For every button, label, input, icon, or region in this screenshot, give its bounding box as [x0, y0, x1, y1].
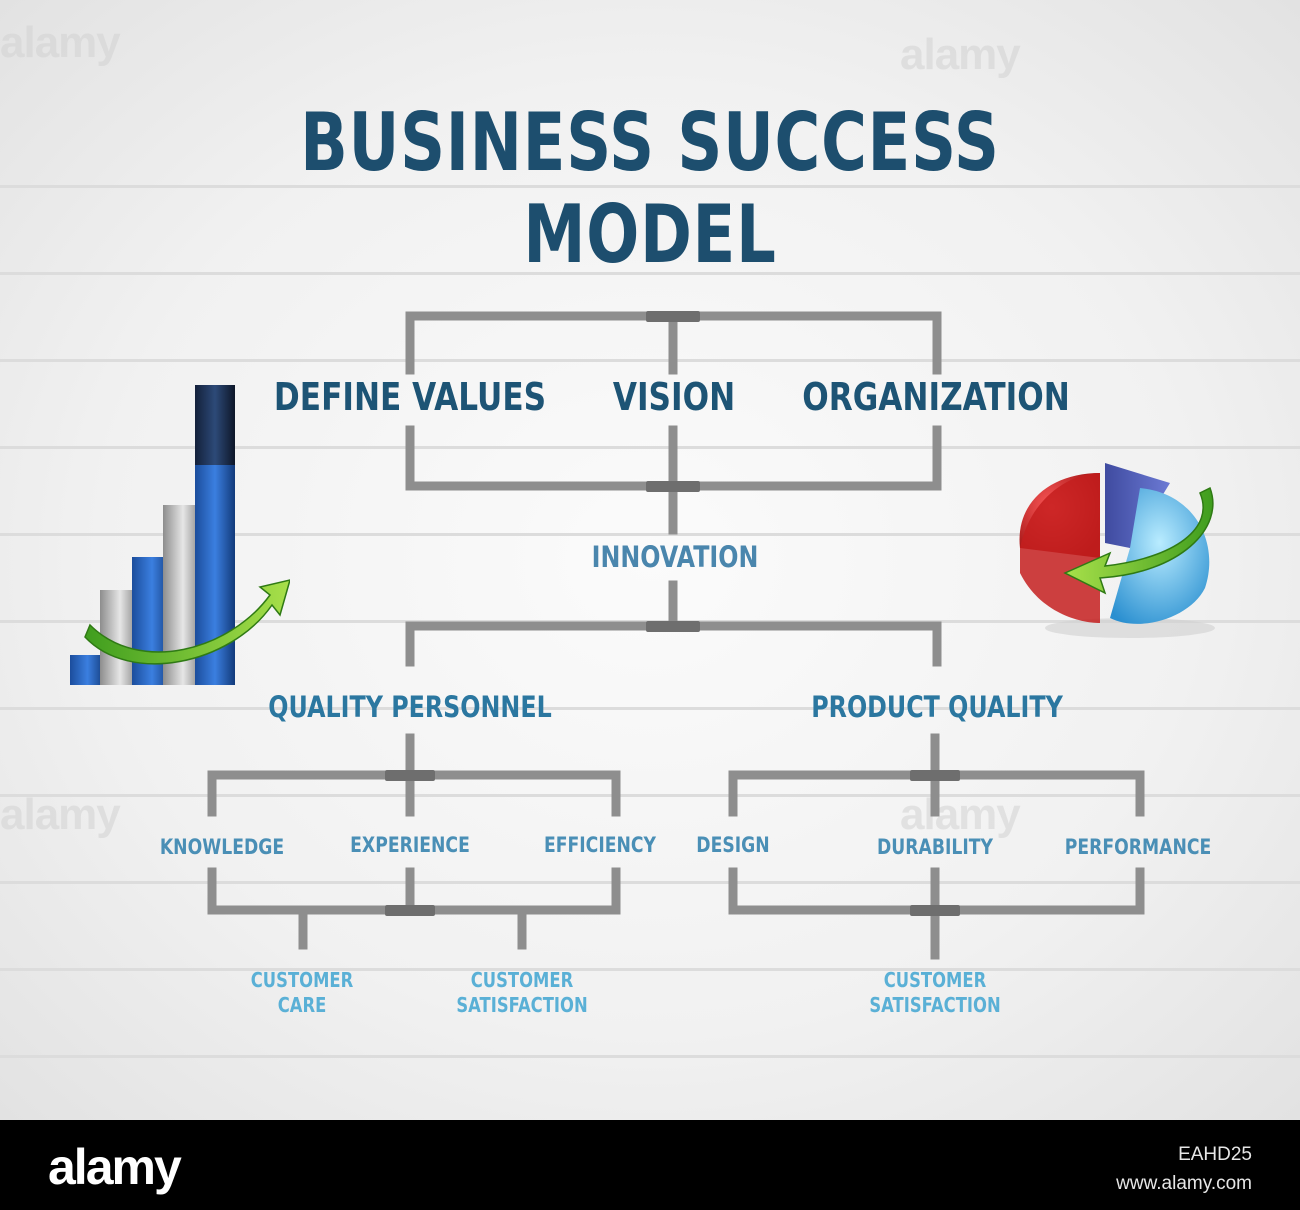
node-define-values: DEFINE VALUES [273, 375, 547, 419]
site-url: www.alamy.com [1116, 1173, 1252, 1194]
watermark: alamy [0, 18, 121, 67]
footer-info: EAHD25 www.alamy.com [1116, 1140, 1252, 1198]
footer-logo: alamy [48, 1139, 182, 1195]
connector-lines [207, 311, 1145, 960]
watermark: alamy [0, 790, 121, 839]
watermark: alamy [900, 30, 1021, 79]
node-product-quality: PRODUCT QUALITY [811, 690, 1063, 724]
node-durability: DURABILITY [877, 835, 993, 859]
node-experience: EXPERIENCE [350, 833, 470, 857]
pie-chart-cycle-icon [1010, 448, 1250, 648]
footer-bar: alamy EAHD25 www.alamy.com [0, 1120, 1300, 1210]
node-innovation: INNOVATION [591, 540, 759, 574]
node-efficiency: EFFICIENCY [543, 833, 657, 857]
bar-chart-growth-icon [60, 375, 292, 695]
page-title-line1: BUSINESS SUCCESS [300, 96, 1000, 189]
watermark: alamy [900, 790, 1021, 839]
node-knowledge: KNOWLEDGE [159, 835, 285, 859]
image-id: EAHD25 [1178, 1144, 1252, 1165]
page-title-line2: MODEL [523, 188, 777, 281]
node-customer-satisfaction-right: CUSTOMER SATISFACTION [869, 968, 1001, 1017]
node-organization: ORGANIZATION [802, 375, 1070, 419]
node-vision: VISION [612, 375, 736, 419]
node-performance: PERFORMANCE [1064, 835, 1212, 859]
node-quality-personnel: QUALITY PERSONNEL [268, 690, 552, 724]
diagram-canvas: alamy alamy alamy alamy [0, 0, 1300, 1120]
node-customer-satisfaction-left: CUSTOMER SATISFACTION [456, 968, 588, 1017]
node-customer-care: CUSTOMER CARE [250, 968, 354, 1017]
node-design: DESIGN [696, 833, 770, 857]
